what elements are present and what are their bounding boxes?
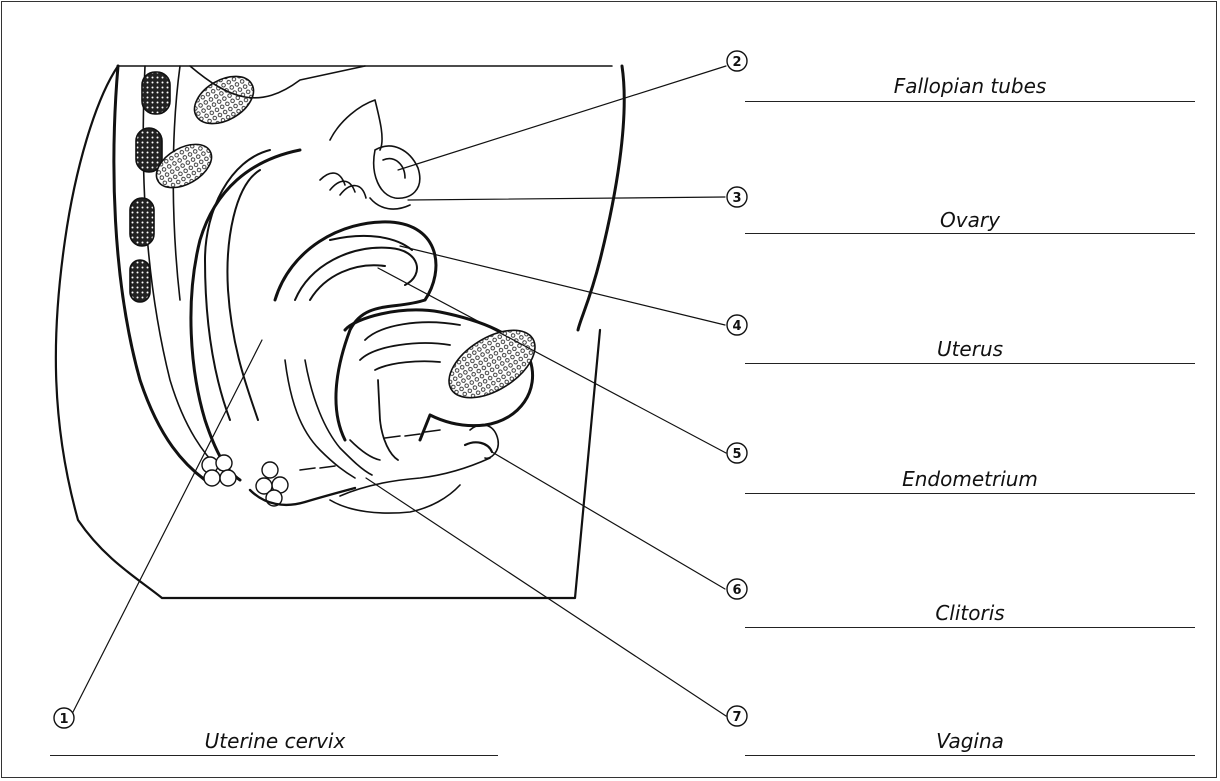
callout-2-number: 2 — [732, 55, 741, 70]
label-ovary: Ovary — [745, 208, 1195, 232]
callout-1-number: 1 — [59, 712, 68, 727]
rule-ovary — [745, 233, 1195, 234]
label-clitoris: Clitoris — [745, 601, 1195, 625]
rule-vagina — [745, 755, 1195, 756]
spine — [114, 66, 365, 480]
label-endometrium: Endometrium — [745, 467, 1195, 491]
rule-endometrium — [745, 493, 1195, 494]
callout-3-number: 3 — [732, 191, 741, 206]
callout-7-number: 7 — [732, 710, 741, 725]
anal-sphincter — [202, 455, 288, 506]
uterus — [275, 222, 436, 440]
label-fallopian-tubes: Fallopian tubes — [745, 74, 1195, 98]
rule-fallopian-tubes — [745, 101, 1195, 102]
rule-uterus — [745, 363, 1195, 364]
callout-4-number: 4 — [732, 319, 741, 334]
fallopian-ovary — [320, 100, 420, 209]
label-uterus: Uterus — [745, 337, 1195, 361]
label-vagina: Vagina — [745, 729, 1195, 753]
rule-uterine-cervix — [50, 755, 498, 756]
label-uterine-cervix: Uterine cervix — [50, 729, 500, 753]
rule-clitoris — [745, 627, 1195, 628]
callout-5-number: 5 — [732, 447, 741, 462]
callout-6-number: 6 — [732, 583, 741, 598]
rectum — [191, 150, 300, 480]
